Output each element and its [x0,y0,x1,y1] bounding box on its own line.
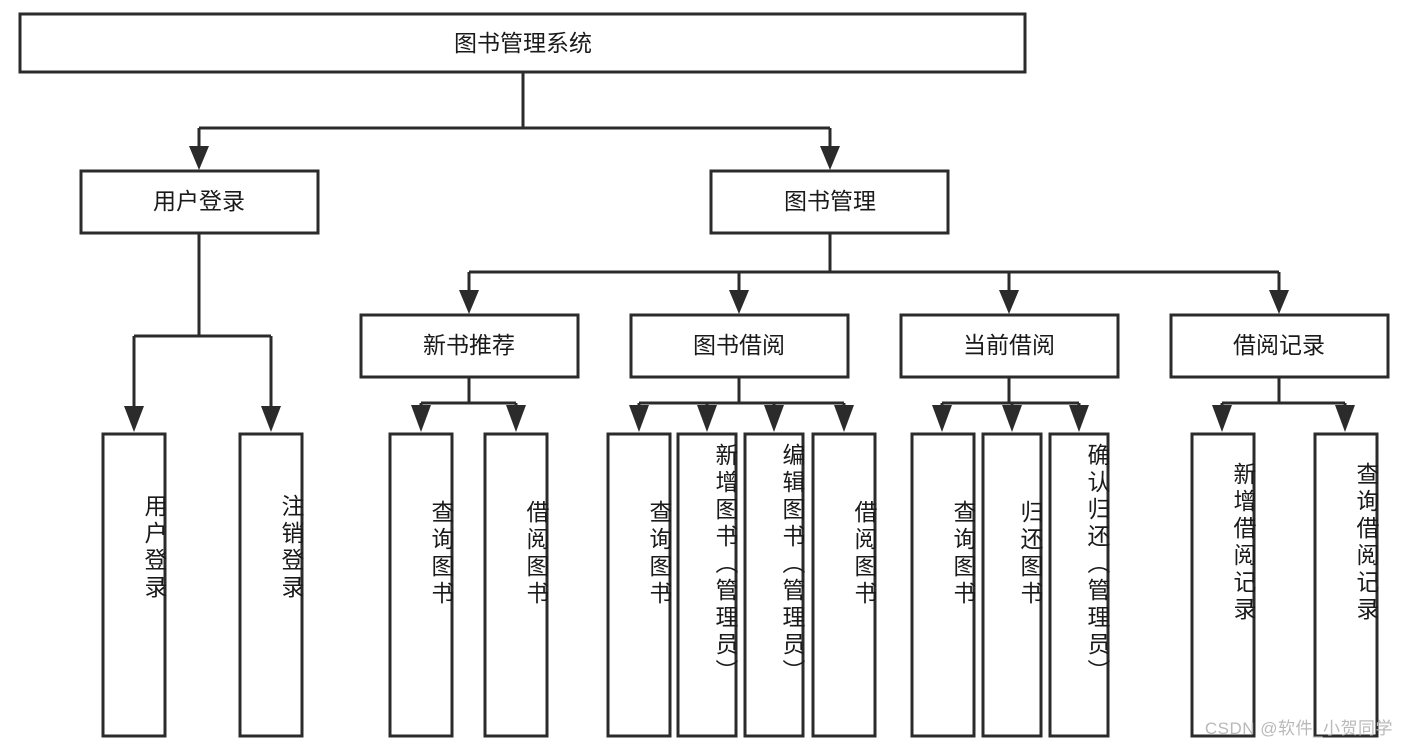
leaf-box-confirm-return[interactable] [1048,432,1110,738]
leaf-box-query-book-2[interactable] [606,432,672,738]
arrow-head-rec-query [1335,405,1355,432]
leaf-box-group [101,432,1379,738]
arrow-head-current-borrow [999,290,1019,314]
node-current-borrow-box[interactable] [899,313,1120,379]
arrow-head-bb-borrow [834,405,854,432]
node-borrow-record[interactable]: 借阅记录 [1169,313,1390,379]
node-root[interactable]: 图书管理系统 [18,12,1027,74]
node-current-borrow[interactable]: 当前借阅 [899,313,1120,379]
arrow-head-borrow-record [1269,290,1289,314]
node-book-management[interactable]: 图书管理 [709,169,950,235]
connector-group [124,72,1355,432]
arrow-head-cur-query [932,405,952,432]
arrow-head-cur-return [1002,405,1022,432]
node-borrow-record-box[interactable] [1169,313,1390,379]
arrow-head-bb-add [697,405,717,432]
node-book-borrow-box[interactable] [629,313,850,379]
node-book-borrow-label: 图书借阅 [693,332,785,358]
arrow-head-rec-add [1212,405,1232,432]
leaf-box-query-book-1[interactable] [388,432,454,738]
node-book-borrow[interactable]: 图书借阅 [629,313,850,379]
leaf-box-edit-book[interactable] [743,432,805,738]
leaf-box-borrow-book-2[interactable] [811,432,877,738]
node-user-login[interactable]: 用户登录 [79,169,320,235]
leaf-box-query-book-3[interactable] [910,432,976,738]
node-new-book-recommend[interactable]: 新书推荐 [359,313,580,379]
arrow-head-leaf-logout [261,406,281,432]
arrow-head-book-borrow [729,290,749,314]
leaf-box-add-book[interactable] [676,432,738,738]
node-new-book-recommend-box[interactable] [359,313,580,379]
arrow-head-new-books [459,290,479,314]
watermark-text: CSDN @软件_小贺同学 [1204,719,1393,738]
node-user-login-label: 用户登录 [153,188,245,214]
node-new-book-recommend-label: 新书推荐 [423,332,515,358]
node-user-login-box[interactable] [79,169,320,235]
node-root-label: 图书管理系统 [454,30,592,56]
arrow-head-newbooks-query [411,405,431,432]
arrow-head-cur-confirm [1069,405,1089,432]
node-root-box[interactable] [18,12,1027,74]
arrow-head-book-manage [820,146,840,170]
node-borrow-record-label: 借阅记录 [1233,332,1325,358]
arrow-head-newbooks-borrow [506,405,526,432]
leaf-box-logout[interactable] [238,432,304,738]
node-current-borrow-label: 当前借阅 [963,332,1055,358]
node-book-management-box[interactable] [709,169,950,235]
arrow-head-bb-edit [764,405,784,432]
arrow-head-user-login [189,146,209,170]
leaf-box-borrow-book-1[interactable] [483,432,549,738]
node-book-management-label: 图书管理 [784,188,876,214]
leaf-box-query-record[interactable] [1313,432,1379,738]
leaf-box-return-book[interactable] [981,432,1043,738]
arrow-head-bb-query [629,405,649,432]
leaf-box-user-login[interactable] [101,432,167,738]
leaf-box-add-record[interactable] [1190,432,1256,738]
arrow-head-leaf-user-login [124,406,144,432]
